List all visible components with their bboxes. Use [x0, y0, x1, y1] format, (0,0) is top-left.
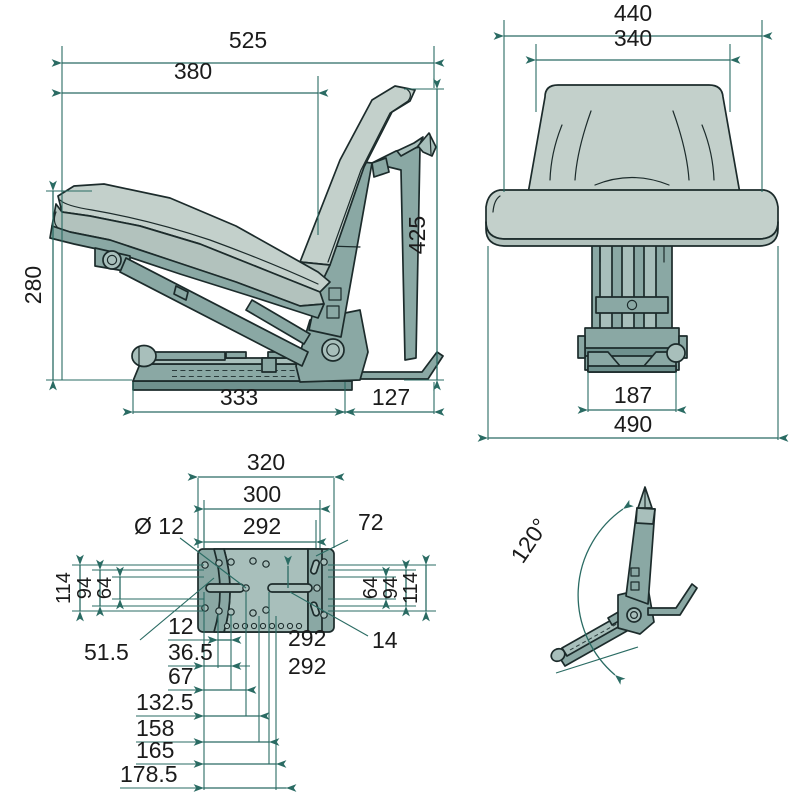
- side-tilt-link: [119, 257, 309, 367]
- dim-178-5: 178.5: [120, 761, 178, 787]
- dim-280: 280: [20, 266, 46, 304]
- dim-114-right: 114: [400, 572, 422, 604]
- dim-67: 67: [168, 663, 194, 689]
- dim-380: 380: [174, 58, 212, 84]
- dim-525: 525: [229, 27, 267, 53]
- side-seat-geometry: [49, 85, 444, 391]
- front-cushion-shade: [485, 221, 779, 247]
- dim-165: 165: [136, 737, 174, 763]
- side-dimensions: 525 380 280 425 333 127: [20, 27, 445, 416]
- front-seat-geometry: [485, 84, 779, 373]
- top-horizontal-dimensions: 320 300 292 72 Ø 12 14: [134, 449, 398, 653]
- front-dimensions: 440 340 187 490: [477, 0, 789, 442]
- post-hole-upper: [328, 287, 342, 301]
- view-top-mounting-plate: 320 300 292 72 Ø 12 14: [53, 449, 436, 792]
- dim-292-a: 292: [288, 625, 326, 651]
- side-secondary-link: [245, 299, 311, 345]
- front-pedestal: [577, 227, 688, 373]
- backrest-cushion: [299, 85, 416, 266]
- dim-132-5: 132.5: [136, 689, 194, 715]
- fold-geometry: [550, 486, 698, 667]
- fold-side-arm: [647, 583, 698, 616]
- view-side-elevation: 525 380 280 425 333 127: [20, 27, 445, 416]
- dim-114-left: 114: [53, 572, 75, 604]
- side-slide-rail: [131, 344, 353, 391]
- dim-51-5: 51.5: [84, 639, 129, 665]
- dim-320: 320: [247, 449, 285, 475]
- dim-333: 333: [220, 384, 258, 410]
- view-front-elevation: 440 340 187 490: [477, 0, 789, 442]
- link-stop-tab: [173, 285, 189, 301]
- dim-127: 127: [372, 384, 410, 410]
- backrest-stitching: [549, 110, 715, 181]
- seat-pan-frame: [49, 225, 325, 319]
- dim-490: 490: [614, 411, 652, 437]
- top-bottom-stacked-dimensions: 51.5 12 36.5 67 132.5 158 165: [84, 577, 326, 792]
- dim-158: 158: [136, 715, 174, 741]
- dim-64-right: 64: [360, 577, 382, 599]
- dim-300: 300: [243, 481, 281, 507]
- plate-slot-right: [267, 583, 313, 593]
- dim-94-right: 94: [380, 577, 402, 599]
- front-seat-cushion: [485, 189, 779, 240]
- dim-292-top: 292: [243, 513, 281, 539]
- dim-340: 340: [614, 25, 652, 51]
- view-folding-diagram: 120°: [505, 486, 698, 685]
- plate-perforation-row: [223, 622, 303, 630]
- side-rear-upright: [371, 146, 421, 361]
- dim-12: 12: [168, 613, 194, 639]
- dim-120-deg: 120°: [505, 514, 553, 568]
- top-plate-geometry: [197, 548, 335, 633]
- pivot-bolt-inner: [326, 343, 340, 357]
- rail-perforation: [172, 369, 330, 378]
- post-hole-lower: [326, 305, 340, 319]
- dim-36-5: 36.5: [168, 639, 213, 665]
- dim-425: 425: [404, 216, 430, 254]
- dim-72: 72: [358, 509, 384, 535]
- dim-187: 187: [614, 382, 652, 408]
- dim-292-b: 292: [288, 653, 326, 679]
- pivot-bolt-outer: [321, 338, 345, 362]
- side-upright-lug: [371, 157, 390, 178]
- dim-440: 440: [614, 0, 652, 26]
- top-left-vertical-dimensions: 114 94 64: [53, 554, 204, 622]
- dim-dia-12: Ø 12: [134, 513, 184, 539]
- dim-94-left: 94: [74, 577, 96, 599]
- dim-64-left: 64: [94, 577, 116, 599]
- top-right-vertical-dimensions: 64 94 114: [328, 554, 436, 622]
- plate-slot-left: [205, 583, 245, 593]
- dim-14: 14: [372, 627, 398, 653]
